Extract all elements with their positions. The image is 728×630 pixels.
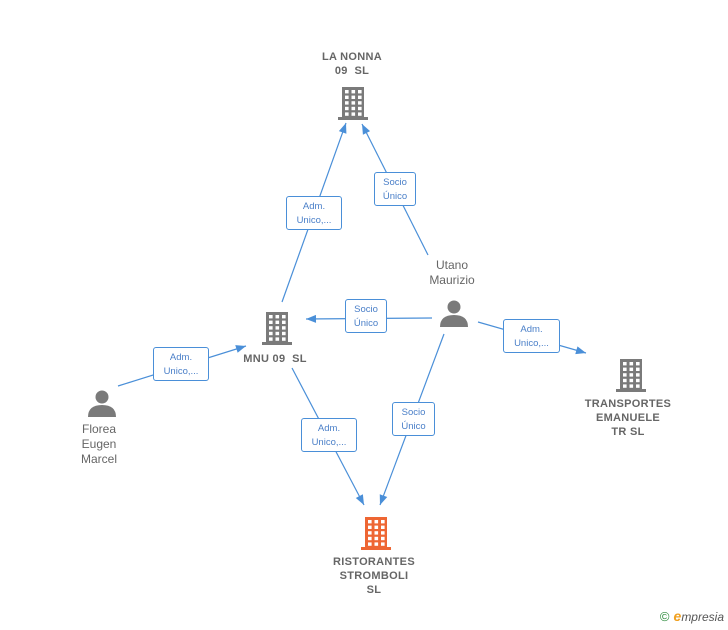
building-icon: [262, 312, 292, 345]
person-icon: [440, 300, 468, 327]
edge-label-line: Socio: [401, 407, 426, 418]
node-label-line: Maurizio: [429, 273, 475, 287]
node-label-line: TR SL: [611, 426, 645, 438]
arrowhead: [362, 124, 371, 135]
building-icon: [616, 359, 646, 392]
node-label-line: 09 SL: [334, 65, 370, 77]
node-label-line: Utano: [435, 258, 469, 272]
node-label-line: Eugen: [81, 437, 117, 451]
edge-label-line: Unico,...: [296, 215, 332, 226]
brand-logo: ©empresia: [660, 608, 724, 624]
node-label-line: Marcel: [80, 452, 117, 466]
arrowhead: [306, 314, 317, 323]
copyright-symbol: ©: [659, 609, 670, 624]
node-label-line: RISTORANTES: [333, 556, 415, 568]
edge-label[interactable]: Adm. Unico,...: [503, 319, 560, 353]
node-label-line: SL: [366, 584, 382, 596]
edge-label-line: Unico,...: [514, 338, 549, 349]
edge-label-line: Único: [401, 421, 426, 432]
edge-label-line: Adm.: [169, 352, 193, 363]
building-icon: [361, 517, 391, 550]
edge-label-line: Socio: [383, 177, 407, 188]
node-label-line: TRANSPORTES: [584, 398, 672, 410]
arrowhead: [355, 494, 364, 505]
node-label-la-nonna[interactable]: LA NONNA 09 SL: [292, 50, 412, 78]
edge-label-line: Único: [353, 318, 379, 329]
arrowhead: [379, 494, 388, 505]
edge-label[interactable]: Adm. Unico,...: [153, 347, 209, 381]
node-ristorantes[interactable]: [361, 517, 391, 550]
node-la-nonna[interactable]: [338, 87, 368, 120]
edge-label-line: Unico,...: [163, 366, 199, 377]
node-label-ristorantes[interactable]: RISTORANTES STROMBOLI SL: [314, 555, 434, 597]
arrowhead: [235, 345, 246, 353]
edge-label[interactable]: Adm. Unico,...: [286, 196, 342, 230]
person-icon: [88, 390, 116, 417]
node-utano[interactable]: [440, 300, 468, 328]
node-label-mnu-09[interactable]: MNU 09 SL: [215, 352, 335, 366]
building-icon: [338, 87, 368, 120]
edge-label-line: Socio: [354, 304, 378, 315]
node-label-line: EMANUELE: [595, 412, 661, 424]
node-florea[interactable]: [88, 390, 116, 418]
edge-label-line: Único: [382, 191, 408, 202]
edge-label-line: Adm.: [302, 201, 326, 212]
edge-label[interactable]: Adm. Unico,...: [301, 418, 357, 452]
arrowhead: [575, 346, 586, 355]
node-transportes[interactable]: [616, 359, 646, 392]
node-label-transportes[interactable]: TRANSPORTES EMANUELE TR SL: [568, 397, 688, 439]
node-mnu-09[interactable]: [262, 312, 292, 345]
arrowhead: [338, 123, 347, 134]
edge-label-line: Adm.: [317, 423, 341, 434]
node-label-line: STROMBOLI: [339, 570, 409, 582]
node-label-line: MNU 09 SL: [243, 353, 307, 365]
brand-name: mpresia: [681, 610, 724, 624]
edge-label-line: Adm.: [520, 324, 543, 335]
brand-initial: e: [673, 608, 682, 624]
node-label-line: Florea: [81, 422, 116, 436]
edge-label-line: Unico,...: [311, 437, 347, 448]
node-label-line: LA NONNA: [321, 51, 383, 63]
